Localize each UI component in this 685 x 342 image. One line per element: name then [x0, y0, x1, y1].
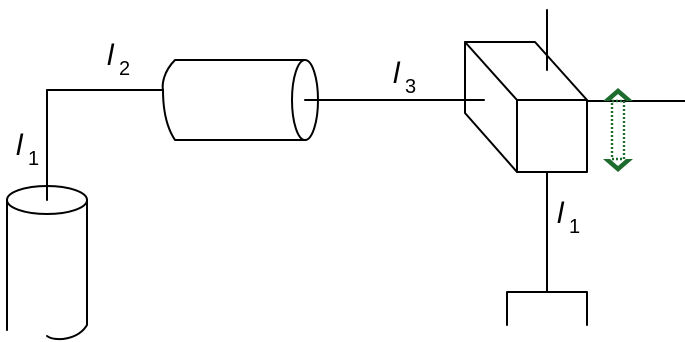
label-l3: l 3 — [393, 57, 416, 98]
svg-text:1: 1 — [569, 216, 580, 238]
gripper — [506, 291, 588, 326]
vertical-double-arrow-icon — [603, 88, 633, 172]
svg-text:l: l — [16, 129, 24, 162]
base-cylinder — [6, 185, 88, 341]
svg-text:2: 2 — [119, 58, 130, 80]
label-l2: l 2 — [107, 39, 130, 80]
prismatic-box — [464, 41, 588, 173]
svg-text:l: l — [393, 57, 401, 90]
svg-text:3: 3 — [405, 76, 416, 98]
horizontal-cylinder — [161, 59, 319, 141]
label-l1-right: l 1 — [557, 197, 580, 238]
svg-text:1: 1 — [28, 148, 39, 170]
svg-text:l: l — [557, 197, 565, 230]
label-l1-left: l 1 — [16, 129, 39, 170]
svg-text:l: l — [107, 39, 115, 72]
